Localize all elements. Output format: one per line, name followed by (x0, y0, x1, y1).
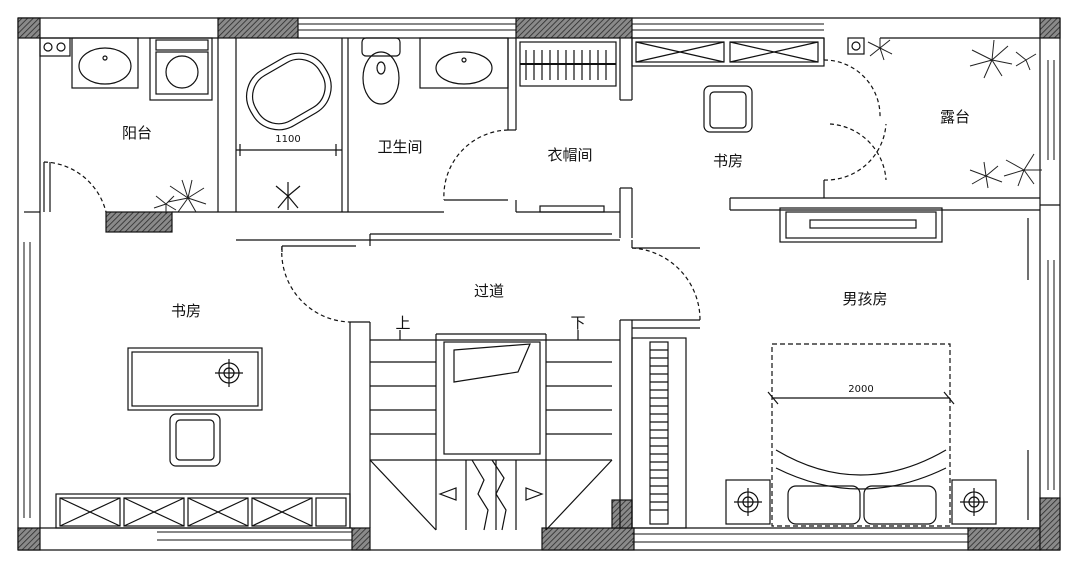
stair-labels: 上 下 (395, 314, 585, 332)
balcony-fixtures (39, 37, 213, 101)
room-label-study-lower: 书房 (171, 302, 201, 320)
upper-study-furniture (631, 37, 865, 133)
boys-room-furniture (725, 207, 1029, 527)
room-label-balcony: 阳台 (122, 124, 152, 142)
doors (43, 59, 887, 323)
plants (153, 38, 1042, 214)
bathroom-fixtures (236, 37, 509, 210)
bathtub-dimension: 1100 (275, 134, 300, 145)
room-labels: 阳台 卫生间 衣帽间 书房 露台 过道 书房 男孩房 (122, 108, 970, 320)
wall-columns (17, 17, 1061, 551)
windows (23, 23, 1055, 543)
room-label-bathroom: 卫生间 (377, 138, 422, 156)
bed (771, 343, 951, 527)
wardrobe (631, 337, 687, 529)
interior-walls (172, 38, 1040, 528)
room-label-boys-room: 男孩房 (842, 290, 887, 308)
dimension-labels: 1100 2000 (275, 134, 873, 395)
bed-dimension: 2000 (848, 384, 873, 395)
closet-shelf (519, 41, 617, 213)
stair-up-label: 上 (395, 314, 410, 332)
staircase (369, 330, 620, 531)
lower-study-furniture (55, 347, 351, 529)
room-label-closet: 衣帽间 (547, 146, 592, 164)
room-label-terrace: 露台 (940, 108, 970, 126)
room-label-study-upper: 书房 (713, 152, 743, 170)
outer-walls (17, 17, 1061, 551)
room-label-corridor: 过道 (474, 282, 504, 300)
bathtub (246, 52, 332, 131)
stair-down-label: 下 (570, 314, 585, 332)
